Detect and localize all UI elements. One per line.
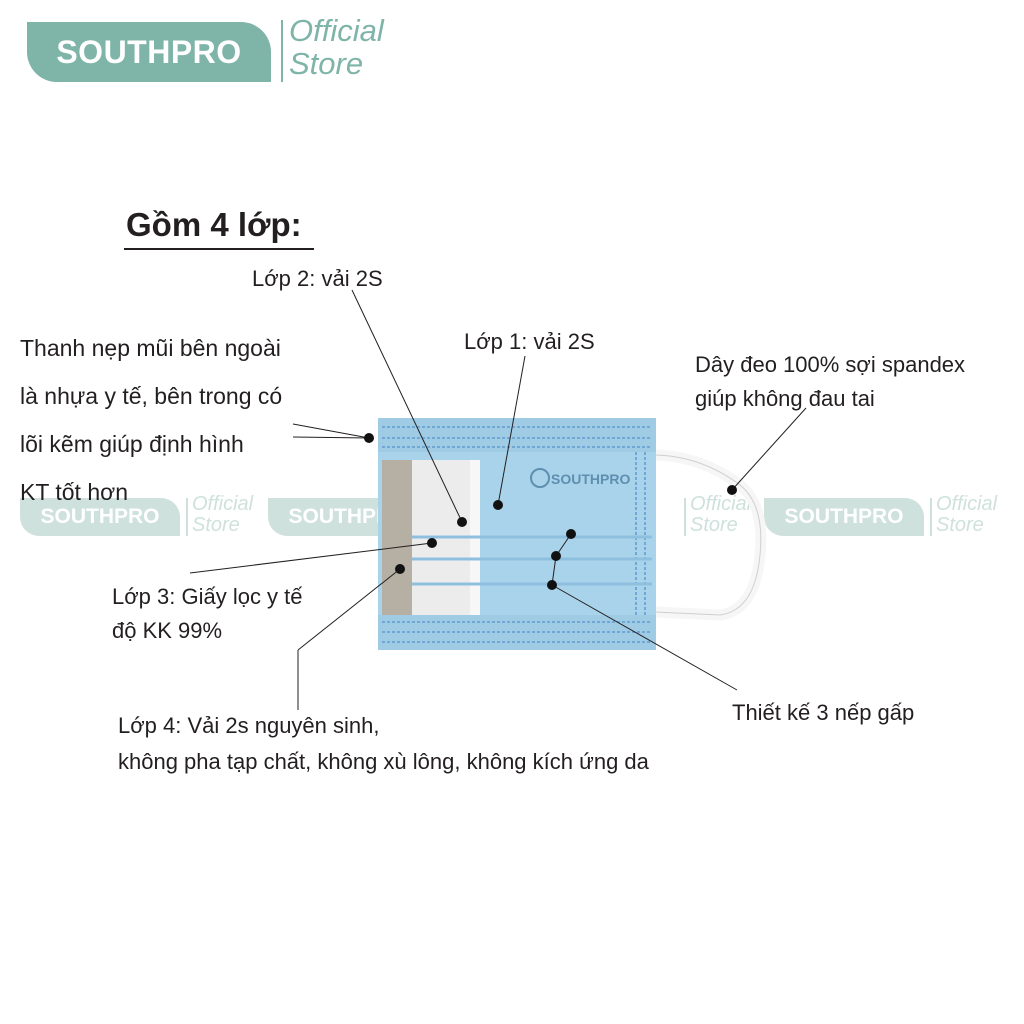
label-strap: Dây đeo 100% sợi spandex giúp không đau …	[695, 348, 965, 416]
layer-2-fabric	[470, 460, 480, 628]
nose-bar-line: lõi kẽm giúp định hình	[20, 431, 244, 457]
label-layer1: Lớp 1: vải 2S	[464, 329, 595, 354]
leader-pleats	[551, 584, 738, 691]
tagline-store: Store	[289, 46, 364, 81]
watermark-official: Official	[936, 493, 998, 515]
watermark-divider	[930, 498, 932, 536]
brand-tagline: Official Store	[289, 14, 384, 80]
watermark-divider	[186, 498, 188, 536]
leader-nose	[292, 436, 370, 439]
watermark-store: Store	[936, 514, 984, 536]
watermark-official: Official	[690, 493, 752, 515]
leader-layer2	[351, 289, 463, 523]
callout-dot	[551, 551, 561, 561]
nose-bar-line: KT tốt hơn	[20, 479, 128, 505]
label-layer3: Lớp 3: Giấy lọc y tế độ KK 99%	[112, 580, 303, 648]
watermark-divider	[684, 498, 686, 536]
ear-strap	[651, 449, 767, 621]
layer3-line: Lớp 3: Giấy lọc y tế	[112, 584, 303, 609]
watermark-brand: SOUTHPRO	[20, 498, 180, 536]
callout-dot	[727, 485, 737, 495]
logo-divider	[281, 20, 283, 82]
callout-dot	[493, 500, 503, 510]
nose-bar-line: là nhựa y tế, bên trong có	[20, 383, 283, 409]
strap-line: Dây đeo 100% sợi spandex	[695, 352, 966, 377]
layer-4-fabric	[382, 460, 412, 628]
callout-dot	[457, 517, 467, 527]
layer3-line: độ KK 99%	[112, 618, 223, 643]
label-layer2: Lớp 2: vải 2S	[252, 266, 383, 291]
nose-bar-line: Thanh nẹp mũi bên ngoài	[20, 335, 281, 361]
label-nose-bar: Thanh nẹp mũi bên ngoài là nhựa y tế, bê…	[20, 324, 282, 516]
layer4-line: Lớp 4: Vải 2s nguyên sinh,	[118, 713, 380, 738]
leader-layer3	[189, 542, 433, 574]
leader-nose	[292, 423, 370, 439]
strap-line: giúp không đau tai	[695, 386, 875, 411]
leader-strap	[731, 407, 807, 491]
tagline-official: Official	[289, 13, 384, 48]
heading-underline	[124, 248, 314, 250]
leader-layer4	[297, 568, 401, 651]
callout-dot	[566, 529, 576, 539]
mask-logo-text: SOUTHPRO	[551, 471, 630, 487]
leader-layer1	[497, 355, 526, 506]
watermark-store: Store	[690, 514, 738, 536]
label-pleats: Thiết kế 3 nếp gấp	[732, 700, 915, 725]
watermark-brand: SOUTHPRO	[764, 498, 924, 536]
mask-logo-icon	[530, 468, 550, 488]
watermark-store: Store	[192, 514, 240, 536]
ear-strap-outline	[651, 454, 762, 616]
callout-dot	[427, 538, 437, 548]
brand-logo: SOUTHPRO	[27, 22, 271, 82]
callout-dot	[395, 564, 405, 574]
callout-dot	[547, 580, 557, 590]
layer4-line: không pha tạp chất, không xù lông, không…	[118, 749, 649, 774]
label-layer4: Lớp 4: Vải 2s nguyên sinh, không pha tạp…	[118, 708, 649, 780]
watermark-official: Official	[192, 493, 254, 515]
heading: Gồm 4 lớp:	[126, 206, 302, 243]
callout-dot	[364, 433, 374, 443]
